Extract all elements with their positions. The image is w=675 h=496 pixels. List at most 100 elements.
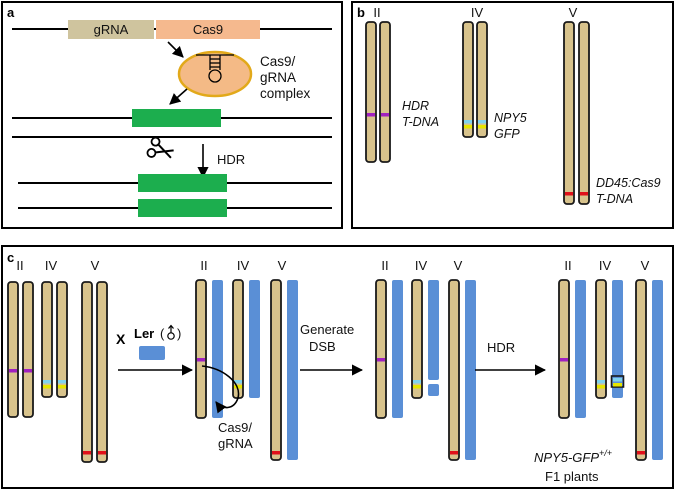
c1-gfp-1-yellow <box>43 385 51 389</box>
c2-ler-V <box>287 280 298 460</box>
c4-ler-gfp-cyan <box>613 378 622 382</box>
c4-ler-II <box>575 280 586 418</box>
c4-ler-V <box>652 280 663 460</box>
c4-magenta <box>560 358 568 362</box>
c-group1-label-V: V <box>91 258 100 273</box>
dd45-label-2: T-DNA <box>596 192 633 206</box>
c4-gfp-yellow <box>597 385 605 389</box>
c3-ler-IV-top <box>428 280 439 380</box>
c2-red <box>272 451 280 455</box>
b-chrom-label-V: V <box>569 5 578 20</box>
b-chrom-V-2 <box>578 21 590 205</box>
c-group4-label-II: II <box>564 258 571 273</box>
donor-insert <box>132 109 221 127</box>
c1-magenta-2 <box>24 369 32 373</box>
c1-magenta-1 <box>9 369 17 373</box>
hdr-label: HDR <box>217 152 245 167</box>
panel-b: b II IV V HDR T-DNA NPY5 GFP DD45:Cas9 T… <box>351 1 674 229</box>
c1-gfp-2-yellow <box>58 385 66 389</box>
c4-red <box>637 451 645 455</box>
c3-chrom-II <box>375 279 387 419</box>
npy5-gfp-label-2: GFP <box>494 127 520 141</box>
panel-c-chrom-labels: II IV V II IV V II IV V II IV V <box>16 258 649 273</box>
c2-chrom-V <box>270 279 282 461</box>
cas9-grna-label-2: gRNA <box>218 436 253 451</box>
c1-red-1 <box>83 451 91 455</box>
c4-ler-gfp-insert-border <box>610 375 625 388</box>
c4-chrom-II <box>558 279 570 419</box>
c-group2-label-IV: IV <box>237 258 250 273</box>
c-group2-label-II: II <box>200 258 207 273</box>
c4-chrom-IV <box>595 279 607 399</box>
b-gfp-band-1-yellow <box>464 125 472 129</box>
c2-gfp-cyan <box>234 380 242 384</box>
c3-red <box>450 451 458 455</box>
c1-chrom-IV-2 <box>56 281 68 398</box>
c3-ler-V <box>465 280 476 460</box>
b-chrom-II-2 <box>379 21 391 163</box>
c2-gfp-yellow <box>234 385 242 389</box>
cas9-grna-label-1: Cas9/ <box>218 420 252 435</box>
c3-gfp-cyan <box>413 380 421 384</box>
panel-c-letter: c <box>7 250 14 265</box>
hairpin-icon <box>196 54 234 83</box>
ler-swatch <box>139 346 165 360</box>
c1-chrom-V-2 <box>96 281 108 463</box>
c-group2-label-V: V <box>278 258 287 273</box>
c3-magenta <box>377 358 385 362</box>
b-cas9-band-1 <box>565 192 573 196</box>
cas9-curve-arrow <box>201 365 240 414</box>
c1-chrom-II-1 <box>7 281 19 418</box>
c2-ler-II <box>212 280 223 418</box>
c-group1-label-IV: IV <box>45 258 58 273</box>
c4-gfp-cyan <box>597 380 605 384</box>
b-chrom-label-IV: IV <box>471 5 484 20</box>
c-group3-label-II: II <box>381 258 388 273</box>
generate-label: Generate <box>300 322 354 337</box>
panel-c-border <box>1 245 674 489</box>
hdr-step-label: HDR <box>487 340 515 355</box>
b-cas9-band-2 <box>580 192 588 196</box>
ler-label: Ler <box>134 326 154 341</box>
c3-chrom-V <box>448 279 460 461</box>
c-group3-label-IV: IV <box>415 258 428 273</box>
b-gfp-band-2-cyan <box>478 120 486 124</box>
c-group1-label-II: II <box>16 258 23 273</box>
c-group4-label-IV: IV <box>599 258 612 273</box>
result-insert-2 <box>138 199 227 217</box>
c1-chrom-II-2 <box>22 281 34 418</box>
hdr-tdna-label-1: HDR <box>402 99 429 113</box>
complex-label-1: Cas9/ <box>260 54 296 69</box>
gRNA-box <box>68 20 154 39</box>
arrow-to-complex <box>167 41 184 58</box>
c4-chrom-V <box>635 279 647 461</box>
c1-chrom-IV-1 <box>41 281 53 398</box>
c4-ler-gfp-yellow <box>613 383 622 387</box>
c-group3-label-V: V <box>454 258 463 273</box>
panel-a-border <box>1 1 343 229</box>
c1-chrom-V-1 <box>81 281 93 463</box>
c2-ler-IV <box>249 280 260 398</box>
genotype-label: NPY5-GFP+/+ <box>534 448 612 465</box>
npy5-gfp-label-1: NPY5 <box>494 111 527 125</box>
panel-b-chromosomes <box>365 21 590 205</box>
b-chrom-IV-1 <box>462 21 474 138</box>
panel-b-letter: b <box>357 5 365 20</box>
result-insert-1 <box>138 174 227 192</box>
cas9-box <box>156 20 260 39</box>
b-chrom-V-1 <box>563 21 575 205</box>
c3-gfp-yellow <box>413 385 421 389</box>
arrow-to-dna <box>169 88 188 105</box>
svg-text:(: ( <box>160 326 165 341</box>
c-group4-label-V: V <box>641 258 650 273</box>
b-hdr-tdna-band-1 <box>367 113 375 117</box>
f1-label: F1 plants <box>545 469 599 484</box>
b-chrom-IV-2 <box>476 21 488 138</box>
c3-ler-IV-bottom <box>428 384 439 396</box>
male-symbol-icon: ( ) <box>160 324 181 341</box>
complex-label-2: gRNA <box>260 70 296 85</box>
b-chrom-II-1 <box>365 21 377 163</box>
